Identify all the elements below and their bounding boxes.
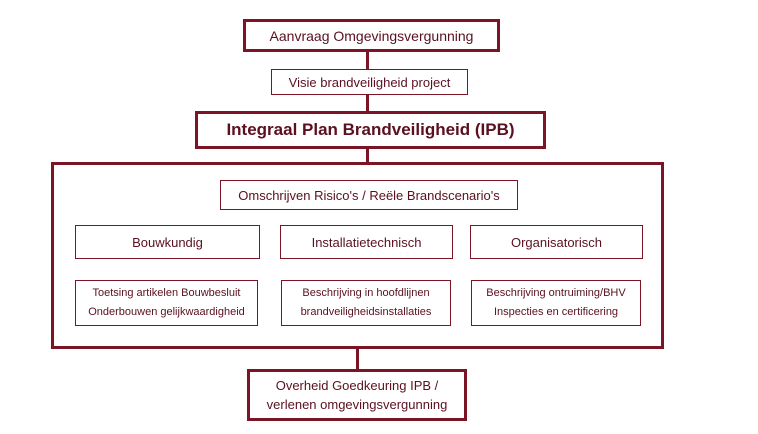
installatietechnisch-detail-line: Beschrijving in hoofdlijnen — [302, 287, 430, 299]
organisatorisch-heading-box: Organisatorisch — [470, 225, 643, 259]
ipb-label: Integraal Plan Brandveiligheid (IPB) — [226, 120, 515, 139]
visie-box: Visie brandveiligheid project — [271, 69, 468, 95]
goedkeuring-line: Overheid Goedkeuring IPB / — [275, 378, 439, 393]
connector-line — [356, 348, 359, 370]
visie-label: Visie brandveiligheid project — [288, 74, 451, 90]
aanvraag-label: Aanvraag Omgevingsvergunning — [269, 27, 474, 44]
connector-line — [366, 94, 369, 112]
connector-line — [366, 51, 369, 69]
connector-line — [366, 148, 369, 163]
organisatorisch-detail-line: Inspecties en certificering — [493, 306, 619, 318]
organisatorisch-detail-line: Beschrijving ontruiming/BHV — [486, 287, 626, 299]
bouwkundig-details-box: Toetsing artikelen Bouwbesluit Onderbouw… — [75, 280, 258, 326]
installatietechnisch-heading-box: Installatietechnisch — [280, 225, 453, 259]
goedkeuring-box: Overheid Goedkeuring IPB / verlenen omge… — [247, 369, 467, 421]
organisatorisch-heading: Organisatorisch — [510, 234, 603, 250]
bouwkundig-detail-line: Onderbouwen gelijkwaardigheid — [88, 306, 245, 318]
installatietechnisch-detail-line: brandveiligheidsinstallaties — [300, 306, 432, 318]
organisatorisch-details-box: Beschrijving ontruiming/BHV Inspecties e… — [471, 280, 641, 326]
goedkeuring-line: verlenen omgevingsvergunning — [266, 397, 448, 412]
bouwkundig-detail-line: Toetsing artikelen Bouwbesluit — [92, 287, 241, 299]
risico-label: Omschrijven Risico's / Reële Brandscenar… — [238, 187, 500, 203]
installatietechnisch-heading: Installatietechnisch — [311, 234, 422, 250]
bouwkundig-heading: Bouwkundig — [132, 234, 203, 250]
bouwkundig-heading-box: Bouwkundig — [75, 225, 260, 259]
ipb-box: Integraal Plan Brandveiligheid (IPB) — [195, 111, 546, 149]
installatietechnisch-details-box: Beschrijving in hoofdlijnen brandveiligh… — [281, 280, 451, 326]
risico-box: Omschrijven Risico's / Reële Brandscenar… — [220, 180, 518, 210]
aanvraag-box: Aanvraag Omgevingsvergunning — [243, 19, 500, 52]
